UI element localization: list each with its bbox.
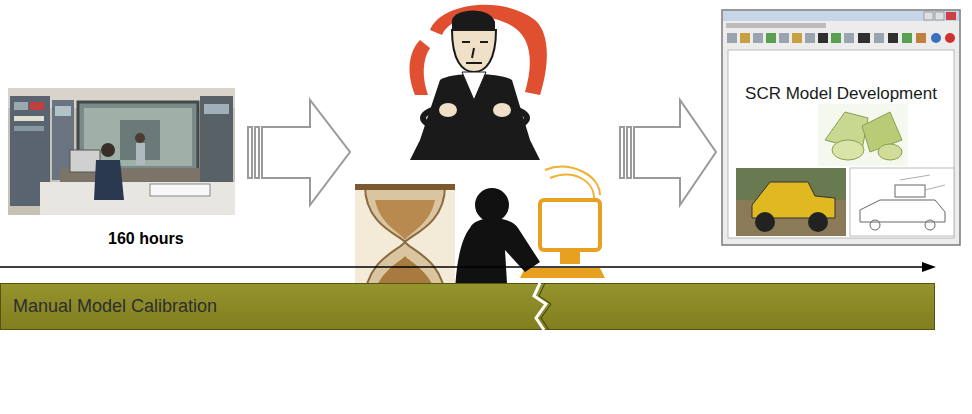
timeline-arrow <box>0 262 936 272</box>
software-screenshot <box>722 10 960 245</box>
computer-user <box>455 167 620 300</box>
screenshot-window: SCR Model Development <box>722 10 960 245</box>
node-text: Manual Model Calibration <box>13 284 934 329</box>
break-mark <box>534 283 546 330</box>
driver-clipart <box>410 5 547 160</box>
process-band: Manual Model Calibration <box>0 283 935 330</box>
flow-arrow <box>248 100 350 205</box>
break-mark <box>539 283 551 330</box>
node-text: SCR Model Development <box>722 84 960 104</box>
flow-arrow <box>620 100 716 205</box>
duration-label: 160 hours <box>108 230 184 248</box>
lab-photo <box>8 88 235 215</box>
